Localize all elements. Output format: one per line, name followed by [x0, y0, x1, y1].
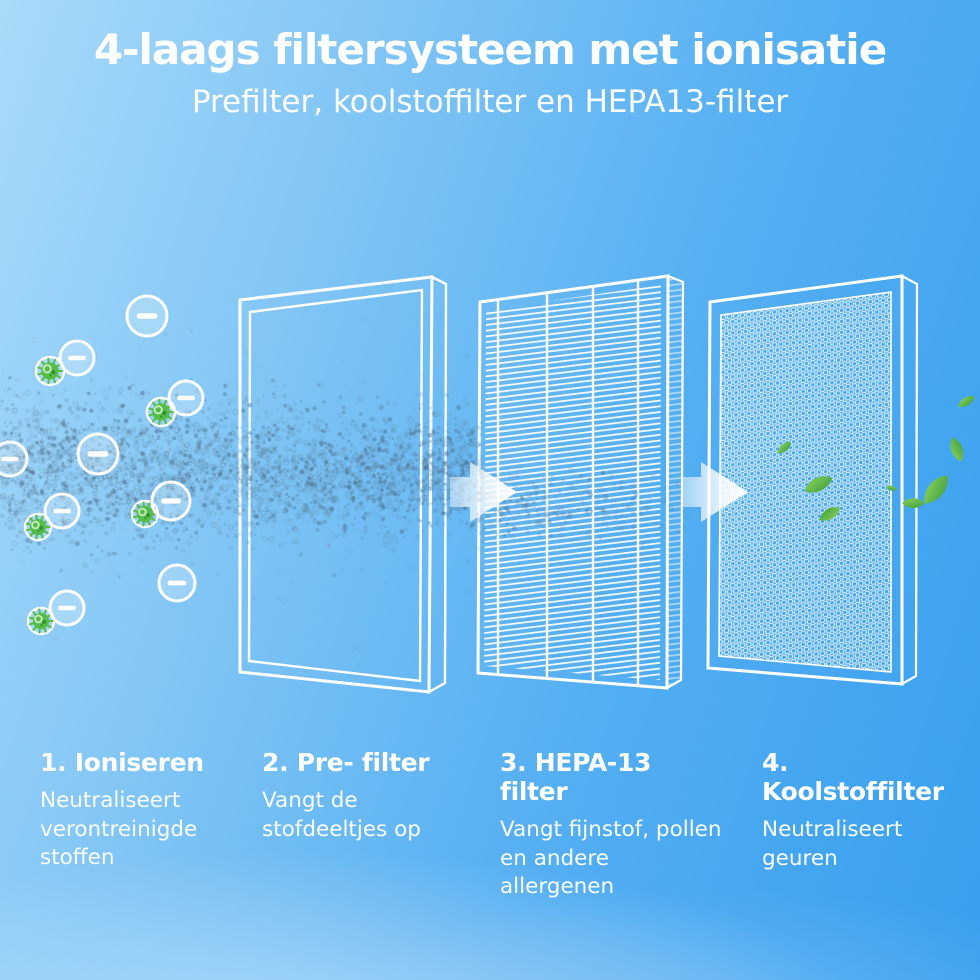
flow-arrow-icon [681, 462, 748, 522]
leaf-icon [958, 396, 975, 407]
negative-ion-icon [43, 492, 81, 530]
leaf-icon [777, 442, 791, 454]
step-koolstoffilter: 4. Koolstoffilter Neutraliseert geuren [762, 748, 980, 902]
page-title: 4-laags filtersysteem met ionisatie [93, 25, 887, 74]
flow-arrow-icon [450, 462, 517, 522]
step-ioniseren: 1. Ioniseren Neutraliseert verontreinigd… [40, 748, 262, 902]
leaf-icon [924, 475, 948, 504]
step-hepa13: 3. HEPA-13 filter Vangt fijnstof, pollen… [500, 748, 762, 902]
step-description: Neutraliseert verontreinigde stoffen [40, 788, 198, 871]
step-prefilter: 2. Pre- filter Vangt de stofdeeltjes op [262, 748, 500, 902]
negative-ion-icon [76, 432, 120, 476]
virus-icon [145, 396, 177, 428]
negative-ion-icon [157, 563, 197, 603]
leaf-icon [819, 507, 841, 521]
negative-ion-icon [167, 379, 205, 417]
page-subtitle: Prefilter, koolstoffilter en HEPA13-filt… [191, 84, 789, 120]
step-heading: 3. HEPA-13 filter [500, 748, 652, 806]
negative-ion-icon [150, 480, 192, 522]
leaf-icon [804, 476, 833, 493]
step-description: Neutraliseert geuren [762, 817, 903, 871]
negative-ion-icon [125, 294, 169, 338]
virus-icon [26, 606, 56, 636]
step-heading: 2. Pre- filter [262, 748, 430, 777]
step-heading: 1. Ioniseren [40, 748, 204, 777]
step-captions: 1. Ioniseren Neutraliseert verontreinigd… [0, 748, 980, 902]
header: 4-laags filtersysteem met ionisatie Pref… [0, 0, 980, 120]
leaf-icon [885, 485, 897, 491]
step-heading: 4. Koolstoffilter [762, 748, 944, 806]
negative-ion-icon [58, 339, 96, 377]
step-description: Vangt de stofdeeltjes op [262, 788, 421, 842]
step-description: Vangt fijnstof, pollen en andere allerge… [500, 817, 722, 900]
negative-ion-icon [0, 440, 29, 478]
leaf-icon [902, 498, 925, 508]
negative-ion-icon [48, 589, 86, 627]
virus-icon [34, 355, 66, 387]
leaf-icon [950, 437, 964, 462]
